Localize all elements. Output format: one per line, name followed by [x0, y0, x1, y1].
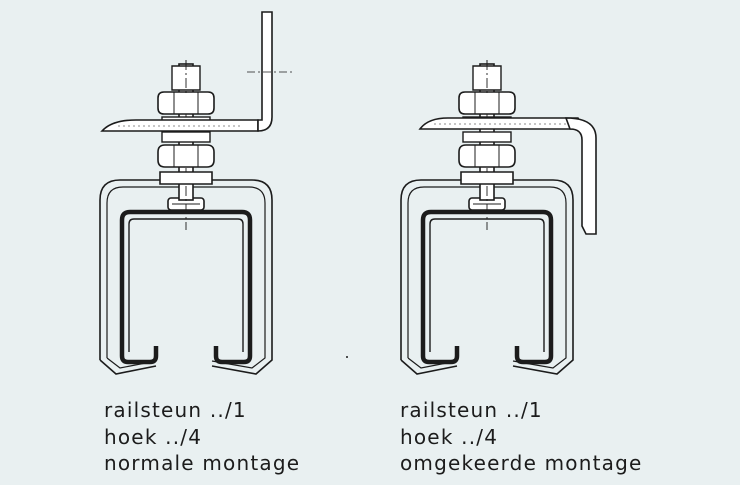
caption-line: hoek ../4	[400, 424, 499, 449]
caption-reversed-mounting: railsteun ../1 hoek ../4 omgekeerde mont…	[400, 397, 643, 477]
caption-normal-mounting: railsteun ../1 hoek ../4 normale montage	[104, 397, 300, 477]
assembly-reversed-mounting	[401, 60, 597, 374]
caption-line: omgekeerde montage	[400, 451, 643, 475]
caption-line: normale montage	[104, 451, 301, 475]
caption-line: railsteun ../1	[400, 398, 543, 422]
caption-line: railsteun ../1	[104, 398, 247, 422]
assembly-normal-mounting	[100, 11, 292, 374]
caption-line: hoek ../4	[104, 424, 203, 449]
